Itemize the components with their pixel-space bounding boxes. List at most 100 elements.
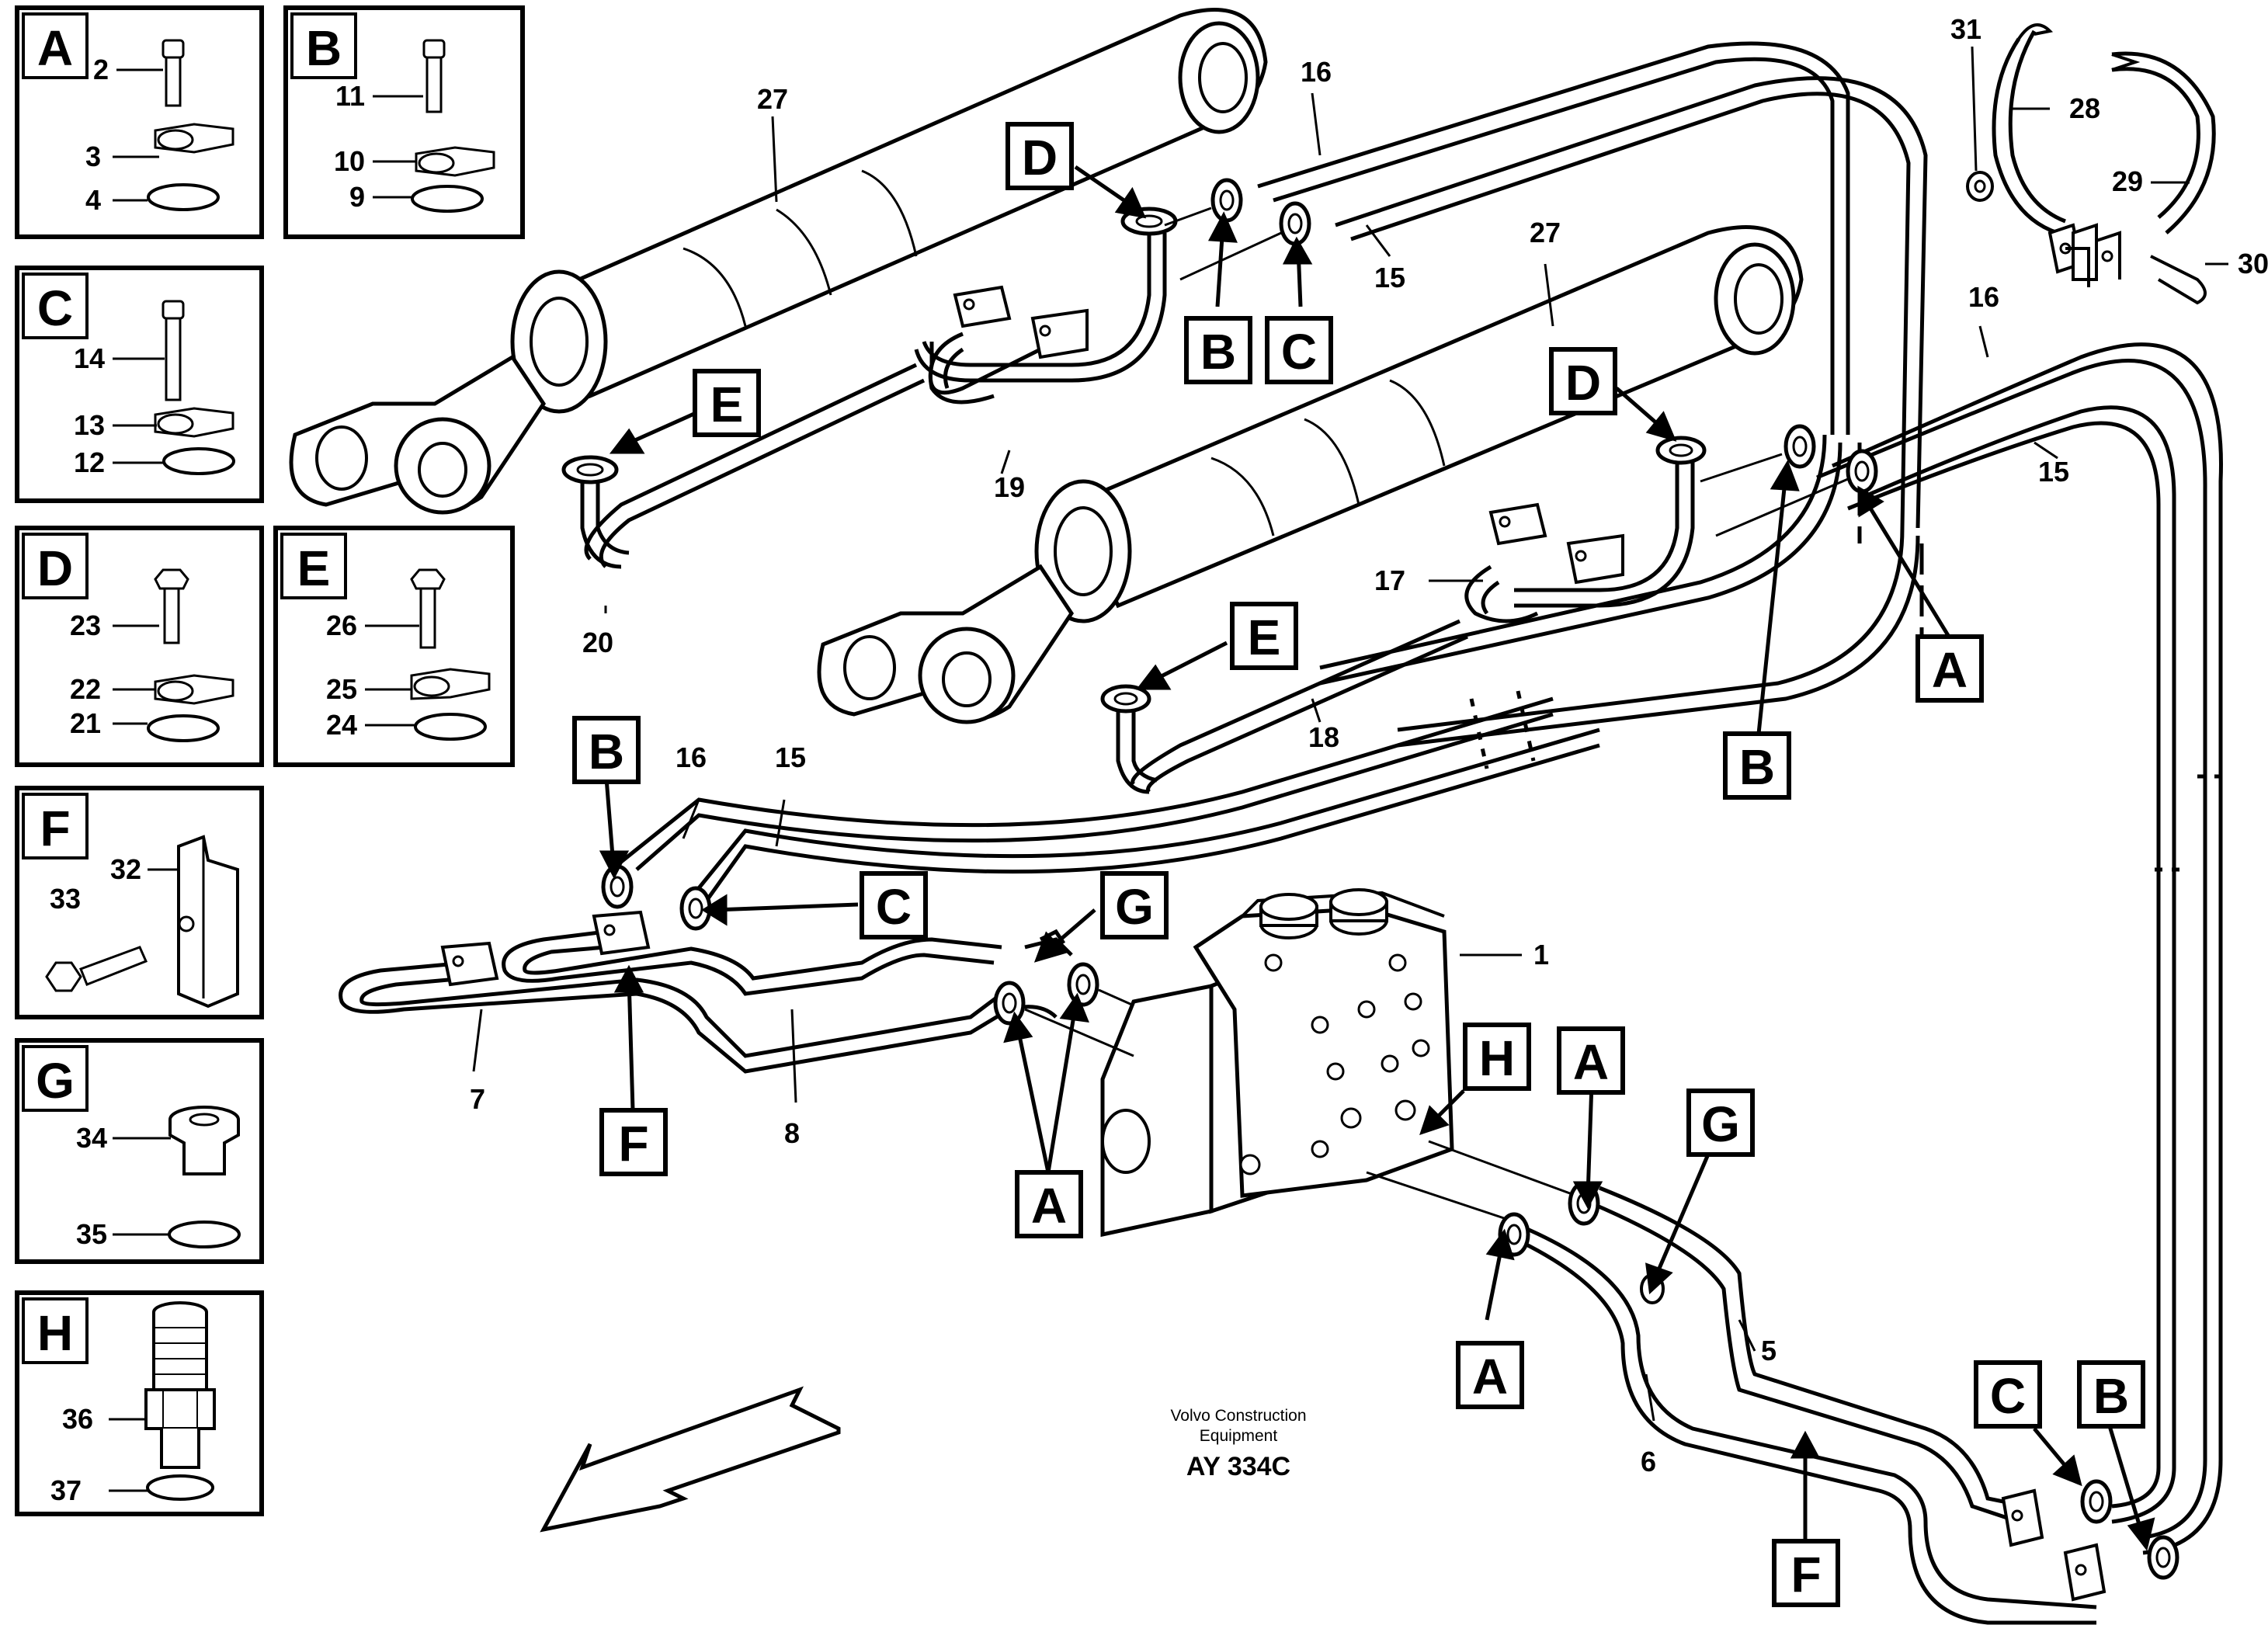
ref-box-b: B [1739, 739, 1775, 795]
lock-plate-icon [154, 407, 234, 438]
port-fittings-cylinders [561, 178, 1878, 714]
detail-panel-c: C 14 13 12 [15, 266, 264, 503]
lock-plate-icon [415, 146, 495, 177]
hydraulic-cylinder-upper [289, 8, 1268, 515]
panel-g-letter: G [36, 1053, 75, 1109]
part-37-label: 37 [50, 1474, 82, 1506]
leader-lines [472, 92, 2058, 1422]
part-16-label: 16 [1968, 281, 1999, 313]
ref-box-f: F [1790, 1547, 1821, 1602]
drawing-footer: Volvo Construction Equipment AY 334C [1170, 1407, 1306, 1481]
part-13-label: 13 [74, 409, 105, 441]
panel-a-letter: A [37, 20, 73, 76]
screw-icon [422, 39, 446, 113]
part-callouts: 27 16 15 27 16 15 19 20 17 18 16 15 31 2… [470, 13, 2268, 1477]
ref-box-c: C [1281, 324, 1317, 380]
part-5-label: 5 [1761, 1335, 1777, 1366]
flange-bolt-icon [154, 568, 189, 644]
part-15-label: 15 [775, 741, 806, 773]
panel-e-letter: E [297, 540, 331, 596]
hex-bolt-icon [45, 946, 148, 992]
plug-icon [168, 1106, 240, 1175]
part-23-label: 23 [70, 609, 101, 641]
ref-box-a: A [1573, 1034, 1609, 1090]
adapter-fitting-icon [144, 1301, 216, 1469]
detail-panel-d: D 23 22 21 [15, 526, 264, 767]
cylinder-tubes [580, 233, 1695, 794]
control-valve [1100, 888, 1522, 1238]
part-33-label: 33 [50, 883, 81, 915]
part-12-label: 12 [74, 446, 105, 478]
part-22-label: 22 [70, 673, 101, 705]
panel-b-letter: B [306, 20, 342, 76]
dash-guide-lines-lower [1024, 988, 1577, 1221]
ref-box-b: B [589, 724, 624, 780]
ref-box-e: E [1248, 609, 1281, 665]
part-3-label: 3 [85, 141, 101, 172]
detail-panel-b: B 11 10 9 [283, 5, 525, 239]
detail-panel-f: F 32 33 [15, 786, 264, 1019]
detail-panel-g: G 34 35 [15, 1038, 264, 1264]
ref-box-d: D [1565, 355, 1601, 411]
ref-box-g: G [1115, 879, 1154, 935]
part-34-label: 34 [76, 1122, 107, 1154]
flange-bolt-icon [410, 568, 446, 649]
part-27-label: 27 [1530, 217, 1561, 248]
lock-plate-icon [410, 668, 491, 700]
detail-panel-h: H 36 37 [15, 1290, 264, 1516]
part-28-label: 28 [2069, 92, 2100, 124]
tube-flanges-lower [440, 864, 1099, 1026]
tube-flanges [953, 285, 1624, 585]
panel-f-letter: F [40, 800, 70, 856]
part-9-label: 9 [349, 181, 365, 213]
lock-plate-icon [154, 674, 234, 705]
screw-icon [162, 39, 185, 107]
part-31-label: 31 [1950, 13, 1981, 45]
ref-box-g: G [1701, 1096, 1740, 1152]
ref-box-d: D [1022, 130, 1058, 186]
hose-clamp-assembly [1966, 23, 2228, 305]
drawing-number: AY 334C [1186, 1452, 1290, 1481]
hose-lines-15-16 [620, 41, 2223, 1555]
part-6-label: 6 [1641, 1446, 1656, 1477]
panel-h-letter: H [37, 1305, 73, 1361]
o-ring-icon [147, 183, 220, 211]
ref-box-a: A [1932, 642, 1968, 698]
part-8-label: 8 [784, 1117, 800, 1149]
part-25-label: 25 [326, 673, 357, 705]
ref-box-e: E [710, 377, 744, 432]
ref-box-f: F [618, 1116, 648, 1172]
part-29-label: 29 [2112, 165, 2143, 197]
part-1-label: 1 [1533, 939, 1549, 971]
ref-arrows [599, 165, 2155, 1551]
ref-box-letters: D E B C D E A B B C G F A H A G A F C B [589, 130, 2129, 1602]
part-14-label: 14 [74, 342, 105, 374]
pipe-clamp-icon [177, 835, 239, 1009]
part-15-label: 15 [1374, 262, 1405, 293]
part-26-label: 26 [326, 609, 357, 641]
o-ring-icon [162, 447, 235, 475]
ref-box-h: H [1479, 1030, 1515, 1086]
panel-c-letter: C [37, 280, 73, 336]
ref-box-c: C [876, 879, 912, 935]
part-2-label: 2 [93, 54, 109, 85]
part-19-label: 19 [994, 471, 1025, 503]
ref-box-c: C [1990, 1368, 2026, 1424]
part-10-label: 10 [334, 145, 365, 177]
part-36-label: 36 [62, 1403, 93, 1435]
part-4-label: 4 [85, 184, 101, 216]
part-15-label: 15 [2038, 456, 2069, 488]
o-ring-icon [414, 713, 487, 741]
company-name-line2: Equipment [1200, 1427, 1278, 1445]
part-7-label: 7 [470, 1083, 485, 1115]
panel-d-letter: D [37, 540, 73, 596]
part-20-label: 20 [582, 627, 613, 658]
part-35-label: 35 [76, 1218, 107, 1250]
o-ring-icon [147, 714, 220, 742]
ref-box-a: A [1472, 1349, 1508, 1405]
part-32-label: 32 [110, 853, 141, 885]
screw-icon [162, 300, 185, 401]
detail-panel-e: E 26 25 24 [273, 526, 515, 767]
part-17-label: 17 [1374, 564, 1405, 596]
rear-fittings [1498, 1181, 2179, 1602]
